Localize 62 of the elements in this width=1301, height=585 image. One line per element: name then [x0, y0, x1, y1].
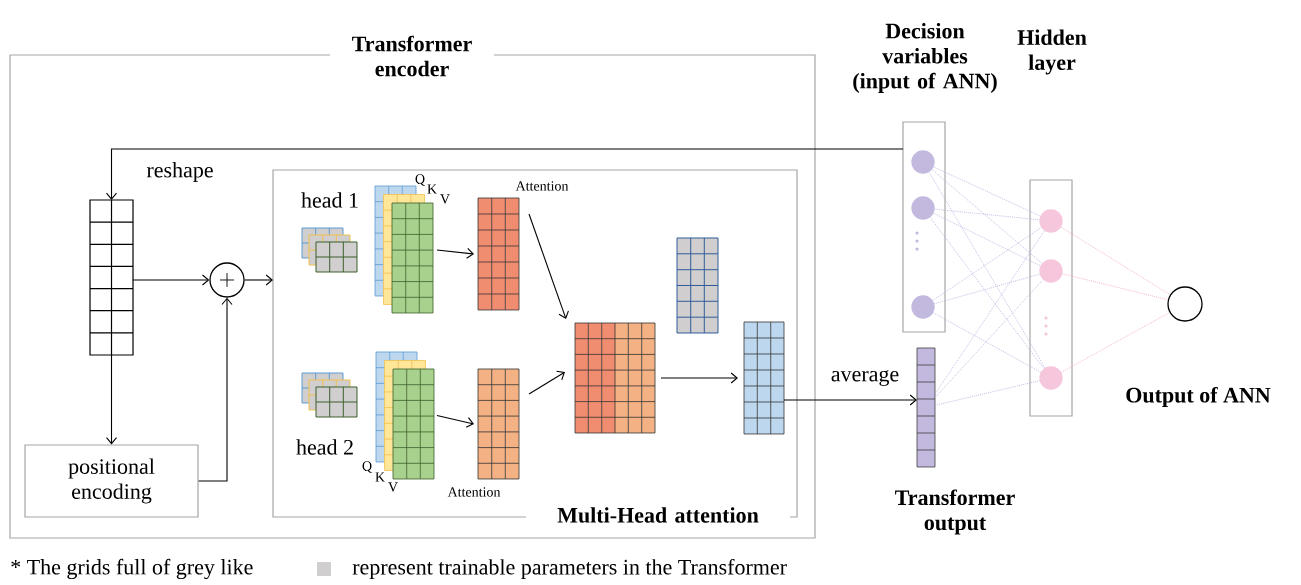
- neuron: [911, 150, 935, 174]
- add-circle: [209, 262, 245, 298]
- attention-matrix: [477, 197, 520, 311]
- matrix-letter: V: [440, 194, 450, 204]
- output-matrix: [743, 321, 785, 435]
- neuron: [911, 196, 935, 220]
- edge-label: reshape: [145, 161, 215, 183]
- node-label: Transformer: [352, 35, 472, 52]
- node-label: Transformer output: [895, 489, 1015, 535]
- connection-line: [933, 212, 1041, 267]
- matrix-letter: K: [375, 472, 385, 482]
- arrow: [660, 372, 738, 384]
- neuron: [1039, 209, 1063, 233]
- footnote: represent trainable parameters in the Transformer: [352, 558, 787, 580]
- matrix-letter: V: [388, 482, 398, 492]
- head-label: head 2: [296, 439, 353, 455]
- connection-line: [1060, 312, 1170, 373]
- arrow: [528, 370, 565, 395]
- matrix-letter: Q: [362, 461, 372, 473]
- node-caption: Attention: [447, 487, 501, 497]
- node-label: Decision variables (input of ANN): [853, 23, 997, 93]
- connection-line: [934, 380, 1041, 406]
- connection-line: [934, 208, 1040, 221]
- neuron: [911, 295, 935, 319]
- connection-line: [933, 273, 1041, 305]
- arrow: [244, 274, 273, 286]
- input-layer: Decision variables (input of ANN): [853, 23, 997, 333]
- connection-line: [1060, 226, 1171, 296]
- connection-line: [929, 216, 1045, 370]
- qkv-matrices: [375, 351, 435, 480]
- connection-line: [934, 230, 1045, 395]
- arrow: [436, 414, 474, 428]
- connection-line: [933, 166, 1041, 217]
- connection-line: [1061, 273, 1169, 301]
- arrow: [528, 213, 569, 319]
- footnote: * The grids full of grey like: [11, 558, 253, 580]
- connection-line: [932, 227, 1042, 301]
- node-caption: Attention: [515, 181, 569, 191]
- arrow: [198, 297, 233, 482]
- input-matrix: [89, 199, 134, 356]
- matrix-letter: Q: [415, 174, 425, 186]
- node-label: Hidden layer: [1017, 29, 1087, 75]
- connection-line: [934, 279, 1044, 399]
- neuron: [1039, 366, 1063, 390]
- arrow: [105, 148, 904, 200]
- output-neuron: [1167, 286, 1203, 322]
- node-caption: Output of ANN: [1126, 386, 1271, 408]
- connection-line: [931, 169, 1043, 264]
- hidden-layer: Hidden layer: [1017, 29, 1087, 417]
- matrix-letter: K: [427, 184, 437, 194]
- connection-line: [928, 171, 1046, 369]
- arrow: [132, 274, 210, 286]
- arrow: [436, 247, 474, 259]
- edge-label: average: [829, 368, 901, 387]
- concat-matrix: [574, 322, 656, 434]
- neuron: [1039, 259, 1063, 283]
- connection-line: [932, 312, 1042, 373]
- process-box: positional encoding: [24, 444, 199, 518]
- attention-matrix: [477, 368, 520, 480]
- head-label: head 1: [301, 192, 358, 208]
- arrow: [105, 354, 118, 445]
- arrow: [783, 394, 917, 406]
